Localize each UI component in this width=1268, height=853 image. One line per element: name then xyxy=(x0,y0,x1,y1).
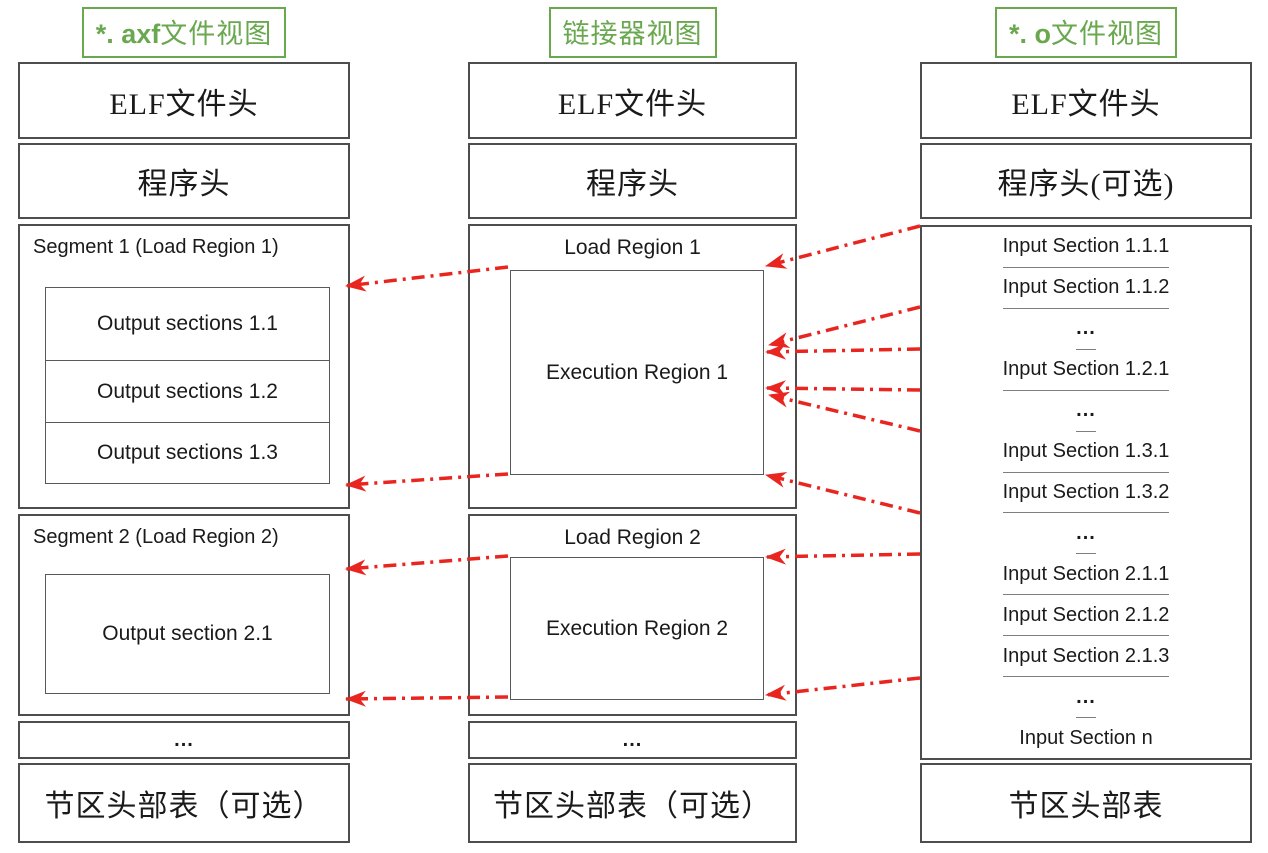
load-region-2-box: Load Region 2 Execution Region 2 xyxy=(468,514,797,716)
object-view-title: *. o文件视图 xyxy=(994,6,1177,58)
output-section-2-1-box: Output section 2.1 xyxy=(45,574,330,694)
linker-elf-header-label: ELF文件头 xyxy=(557,87,708,121)
output-section-row: Output sections 1.1 xyxy=(46,288,329,361)
linker-view-column: ELF文件头 程序头 Load Region 1 Execution Regio… xyxy=(468,62,797,843)
axf-ellipsis-cell: ... xyxy=(18,721,350,759)
object-view-title-bold: *. o xyxy=(1008,18,1051,49)
object-section-header-table-cell: 节区头部表 xyxy=(920,763,1252,843)
axf-section-header-table-label: 节区头部表（可选） xyxy=(44,790,324,823)
input-section-row: Input Section 1.3.1 xyxy=(1002,432,1170,473)
object-program-header-label: 程序头(可选) xyxy=(997,168,1175,201)
input-section-row: Input Section 2.1.3 xyxy=(1002,636,1170,678)
linker-view-title-text: 链接器视图 xyxy=(562,18,703,49)
object-section-header-table-label: 节区头部表 xyxy=(1008,790,1164,823)
object-view-title-text: 文件视图 xyxy=(1051,18,1163,49)
axf-elf-header-label: ELF文件头 xyxy=(109,87,259,121)
load-region-1-box: Load Region 1 Execution Region 1 xyxy=(468,224,797,509)
object-view-column: ELF文件头 程序头(可选) Input Section 1.1.1 Input… xyxy=(920,62,1252,843)
load-region-1-label: Load Region 1 xyxy=(564,236,701,259)
input-section-row: Input Section 2.1.2 xyxy=(1002,595,1170,637)
segment-1-label: Segment 1 (Load Region 1) xyxy=(33,236,279,258)
axf-program-header-cell: 程序头 xyxy=(18,143,350,219)
segment-2-label: Segment 2 (Load Region 2) xyxy=(33,526,279,548)
linker-view-title: 链接器视图 xyxy=(548,6,717,58)
linker-section-header-table-cell: 节区头部表（可选） xyxy=(468,763,797,843)
object-view-title-row: *. o文件视图 xyxy=(920,6,1252,58)
input-section-row: Input Section 1.1.2 xyxy=(1002,268,1170,309)
object-elf-header-cell: ELF文件头 xyxy=(920,62,1252,139)
output-section-row: Output sections 1.2 xyxy=(46,361,329,423)
output-sections-1-box: Output sections 1.1 Output sections 1.2 … xyxy=(45,287,330,484)
input-section-row: Input Section 1.3.2 xyxy=(1002,473,1170,514)
execution-region-2-label: Execution Region 2 xyxy=(545,616,729,640)
linker-ellipsis-cell: ... xyxy=(468,721,797,759)
input-section-row: Input Section 1.1.1 xyxy=(1002,227,1170,268)
segment-1-box: Segment 1 (Load Region 1) Output section… xyxy=(18,224,350,509)
segment-2-box: Segment 2 (Load Region 2) Output section… xyxy=(18,514,350,716)
linker-program-header-label: 程序头 xyxy=(586,168,679,201)
axf-view-title: *. axf文件视图 xyxy=(81,6,287,58)
axf-view-title-text: 文件视图 xyxy=(160,18,273,49)
load-region-2-label: Load Region 2 xyxy=(564,526,701,549)
axf-program-header-label: 程序头 xyxy=(137,168,231,201)
input-section-row: Input Section 1.2.1 xyxy=(1002,350,1170,391)
input-section-ellipsis-row: ... xyxy=(1076,309,1096,350)
axf-view-title-row: *. axf文件视图 xyxy=(18,6,350,58)
output-section-2-1-label: Output section 2.1 xyxy=(102,622,273,645)
axf-view-title-bold: *. axf xyxy=(95,18,161,49)
output-section-row: Output sections 1.3 xyxy=(97,441,278,464)
input-section-ellipsis-row: ... xyxy=(1076,513,1096,555)
execution-region-1-box: Execution Region 1 xyxy=(510,270,764,475)
linker-view-title-row: 链接器视图 xyxy=(468,6,797,58)
execution-region-2-box: Execution Region 2 xyxy=(510,557,764,700)
axf-elf-header-cell: ELF文件头 xyxy=(18,62,350,139)
object-elf-header-label: ELF文件头 xyxy=(1011,87,1161,121)
input-section-ellipsis-row: ... xyxy=(1076,677,1096,719)
object-program-header-cell: 程序头(可选) xyxy=(920,143,1252,219)
input-section-row: Input Section n xyxy=(1019,726,1153,749)
execution-region-1-label: Execution Region 1 xyxy=(545,360,729,384)
axf-section-header-table-cell: 节区头部表（可选） xyxy=(18,763,350,843)
linker-section-header-table-label: 节区头部表（可选） xyxy=(493,790,772,823)
linker-elf-header-cell: ELF文件头 xyxy=(468,62,797,139)
linker-program-header-cell: 程序头 xyxy=(468,143,797,219)
input-section-ellipsis-row: ... xyxy=(1076,391,1096,432)
linker-ellipsis-label: ... xyxy=(622,728,643,751)
input-sections-table: Input Section 1.1.1 Input Section 1.1.2 … xyxy=(920,225,1252,760)
input-section-row: Input Section 2.1.1 xyxy=(1002,554,1170,596)
axf-view-column: ELF文件头 程序头 Segment 1 (Load Region 1) Out… xyxy=(18,62,350,843)
axf-ellipsis-label: ... xyxy=(174,728,194,751)
